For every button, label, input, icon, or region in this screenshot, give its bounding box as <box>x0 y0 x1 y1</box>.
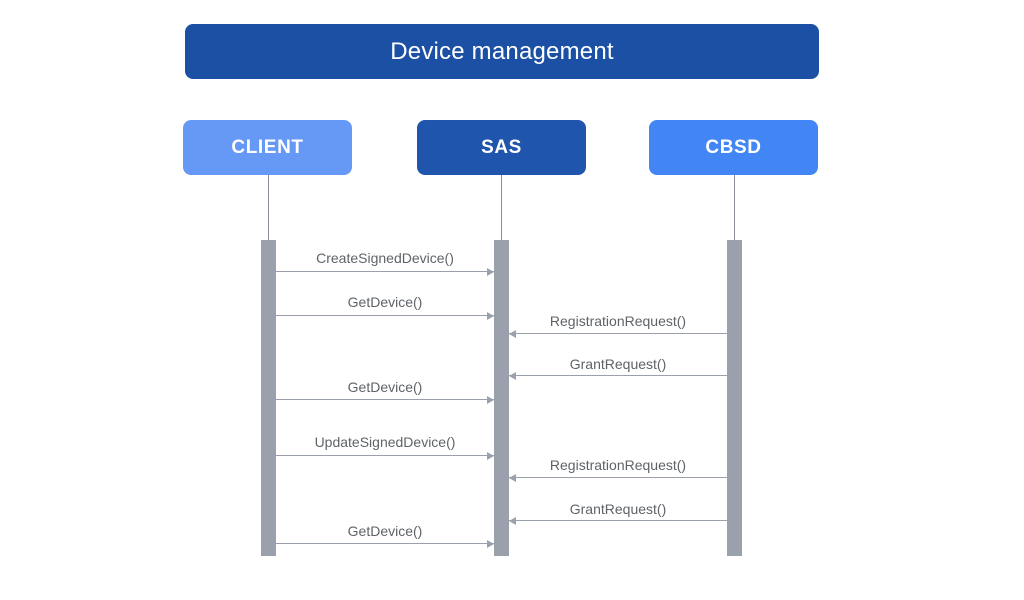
message-arrowhead-right <box>487 311 494 320</box>
participant-label-sas: SAS <box>481 136 522 158</box>
message-line <box>276 271 494 272</box>
message-arrowhead-left <box>509 329 516 338</box>
participant-cbsd[interactable]: CBSD <box>649 120 818 175</box>
message-line <box>509 333 727 334</box>
message-arrowhead-right <box>487 267 494 276</box>
message-label: RegistrationRequest() <box>549 457 687 473</box>
message-arrowhead-left <box>509 516 516 525</box>
participant-sas[interactable]: SAS <box>417 120 586 175</box>
message-label: GrantRequest() <box>569 356 667 372</box>
message-arrowhead-right <box>487 395 494 404</box>
message-line <box>509 520 727 521</box>
message-line <box>276 455 494 456</box>
message-line <box>276 399 494 400</box>
message-label: GrantRequest() <box>569 501 667 517</box>
activation-bar-sas <box>494 240 509 556</box>
diagram-title-banner: Device management <box>185 24 819 79</box>
message-line <box>509 375 727 376</box>
lifeline-client <box>268 175 269 240</box>
participant-label-cbsd: CBSD <box>705 136 762 158</box>
message-arrowhead-left <box>509 371 516 380</box>
message-arrowhead-right <box>487 539 494 548</box>
message-label: GetDevice() <box>347 523 423 539</box>
message-line <box>509 477 727 478</box>
message-arrowhead-left <box>509 473 516 482</box>
message-label: GetDevice() <box>347 294 423 310</box>
participant-client[interactable]: CLIENT <box>183 120 352 175</box>
message-arrowhead-right <box>487 451 494 460</box>
activation-bar-cbsd <box>727 240 742 556</box>
activation-bar-client <box>261 240 276 556</box>
lifeline-cbsd <box>734 175 735 240</box>
message-label: UpdateSignedDevice() <box>314 434 456 450</box>
message-line <box>276 315 494 316</box>
message-label: RegistrationRequest() <box>549 313 687 329</box>
participant-label-client: CLIENT <box>231 136 304 158</box>
message-label: GetDevice() <box>347 379 423 395</box>
message-line <box>276 543 494 544</box>
lifeline-sas <box>501 175 502 240</box>
message-label: CreateSignedDevice() <box>316 250 454 266</box>
diagram-title-text: Device management <box>390 37 614 65</box>
